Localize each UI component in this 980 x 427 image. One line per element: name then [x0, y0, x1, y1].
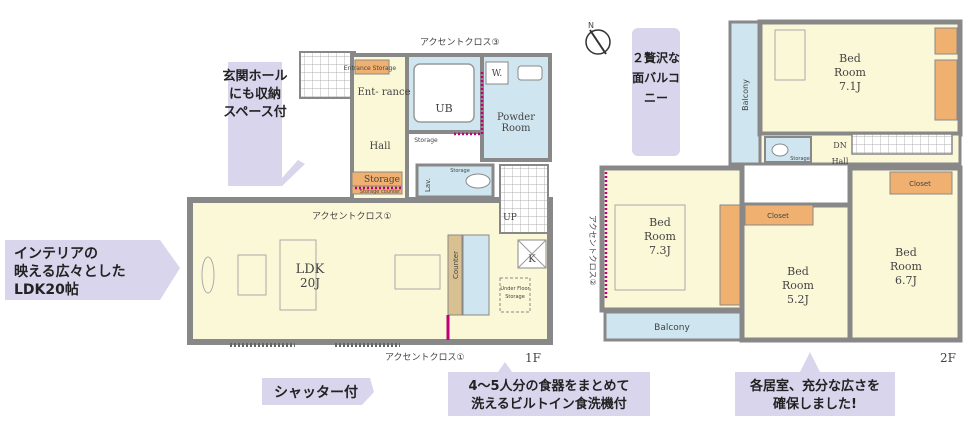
sofa — [279, 239, 317, 311]
bathtub — [413, 63, 475, 123]
bed-top — [774, 29, 806, 81]
accent-label-3: アクセントクロス③ — [420, 37, 500, 48]
storage-counter-label: Storage counter — [360, 189, 401, 195]
callout-balcony-l2: 面バルコ — [632, 71, 680, 85]
callout-entrance-l3: スペース付 — [223, 104, 286, 120]
callout-ldk-l2: 映える広々とした — [14, 263, 126, 280]
ldk-room — [187, 197, 553, 345]
callout-shutter-bubble — [262, 378, 374, 405]
balcony-bottom — [603, 310, 744, 342]
bedroom-right — [847, 165, 963, 343]
stairs-1f — [499, 164, 549, 234]
closet-right — [889, 171, 953, 195]
bed-top-size: 7.1J — [839, 80, 861, 93]
storage-top-label: Storage — [364, 175, 400, 185]
callout-rooms-l1: 各居室、充分な広さを — [749, 378, 880, 394]
w-label: W. — [492, 69, 503, 79]
entrance-label: Ent- rance — [357, 87, 410, 98]
callout-dishwasher-l1: 4〜5人分の食器をまとめて — [468, 378, 629, 394]
balcony-bottom-label: Balcony — [654, 323, 690, 333]
callout-shutter-text: シャッター付 — [274, 384, 358, 401]
up-label: UP — [503, 213, 517, 223]
bed-right-size: 6.7J — [895, 274, 917, 287]
toilet-storage-label: Storage — [450, 168, 470, 174]
closet-middle — [744, 204, 814, 226]
accent-line-3 — [452, 72, 484, 136]
ub-label: UB — [435, 102, 452, 115]
second-floor-plan: N Bed Room 7.1J Bed Room 7.3J Bed Ro — [585, 19, 963, 365]
tv-stand — [237, 254, 267, 296]
bed-top-name: Bed — [839, 52, 861, 65]
k-label: K — [528, 254, 536, 265]
bed-mid-name-2: Room — [782, 279, 815, 292]
dining-table — [394, 254, 441, 290]
under-floor-label-2: Storage — [505, 294, 525, 300]
bed-mid-size: 5.2J — [787, 293, 809, 306]
entrance-steps — [299, 51, 356, 99]
bedroom-top — [757, 19, 963, 137]
bed-left-name-2: Room — [644, 230, 677, 243]
closet-left — [719, 204, 741, 306]
plant — [201, 256, 215, 294]
closet-right-label: Closet — [909, 180, 931, 188]
entrance-storage-box — [354, 59, 390, 75]
hall-2f-label: Hall — [832, 157, 849, 166]
accent-label-2: アクセントクロス② — [588, 215, 597, 286]
floor-1f-label: 1F — [525, 351, 541, 365]
callout-rooms-bubble — [735, 352, 895, 416]
washer-space — [485, 61, 509, 85]
powder-room-label-2: Room — [501, 123, 531, 134]
stairs-2f — [851, 133, 953, 155]
powder-sink — [517, 65, 543, 81]
dn-label: DN — [833, 141, 846, 150]
kitchen-counter — [447, 234, 463, 316]
callout-ldk-l1: インテリアの — [14, 246, 98, 262]
toilet-2f-icon — [771, 143, 789, 157]
callout-entrance-l2: にも収納 — [229, 86, 281, 102]
hall-label: Hall — [369, 141, 390, 152]
callout-rooms-l2: 確保しました! — [773, 396, 857, 412]
callout-balcony-l1: ２贅沢な — [632, 50, 680, 65]
storage-hall-label: Storage — [414, 137, 438, 144]
ldk-label: LDK — [296, 262, 325, 277]
first-floor-plan: Ent- rance Entrance Storage UB Powder Ro… — [187, 37, 553, 365]
accent-label-1b: アクセントクロス① — [385, 352, 465, 363]
callout-dishwasher-l2: 洗えるビルトイン食洗機付 — [471, 396, 627, 412]
toilet-icon — [465, 173, 491, 189]
bed-left-name: Bed — [649, 216, 671, 229]
callouts: 玄関ホール にも収納 スペース付 ２贅沢な 面バルコ ニー インテリアの 映える… — [5, 28, 895, 416]
bed-top-name-2: Room — [834, 66, 867, 79]
callout-balcony-l3: ニー — [644, 91, 668, 105]
bed-left-size: 7.3J — [649, 244, 671, 257]
balcony-vertical-label: Balcony — [741, 79, 750, 111]
bed-mid-name: Bed — [787, 265, 809, 278]
entrance-storage-label: Entrance Storage — [344, 65, 397, 72]
powder-room-label: Powder — [497, 112, 535, 123]
counter-label: Counter — [452, 251, 460, 279]
compass-label: N — [588, 21, 594, 30]
under-floor-storage — [499, 277, 531, 313]
closet-top-2 — [934, 59, 958, 121]
bedroom-left — [599, 165, 745, 313]
accent-label-1a: アクセントクロス① — [312, 211, 392, 222]
callout-entrance-l1: 玄関ホール — [222, 68, 287, 84]
storage-small-box — [351, 185, 403, 195]
bed-right-name-2: Room — [890, 260, 923, 273]
under-floor-label: Under Floor — [500, 286, 530, 292]
kitchen-sink-counter — [462, 234, 490, 316]
floor-2f-label: 2F — [940, 351, 956, 365]
closet-mid-label: Closet — [767, 212, 789, 220]
callout-entrance-bubble — [228, 62, 305, 186]
closet-top-1 — [934, 27, 958, 55]
callout-ldk-l3: LDK20帖 — [14, 281, 79, 298]
storage-2f-label: Storage — [790, 156, 810, 162]
lav-1f-label: Lav. — [424, 178, 432, 192]
callout-dishwasher-bubble — [448, 362, 650, 416]
callout-balcony-bubble — [632, 28, 680, 156]
callout-ldk-bubble — [5, 240, 180, 300]
ldk-size-label: 20J — [300, 276, 320, 290]
bed-left — [614, 204, 686, 291]
bed-right-name: Bed — [895, 246, 917, 259]
